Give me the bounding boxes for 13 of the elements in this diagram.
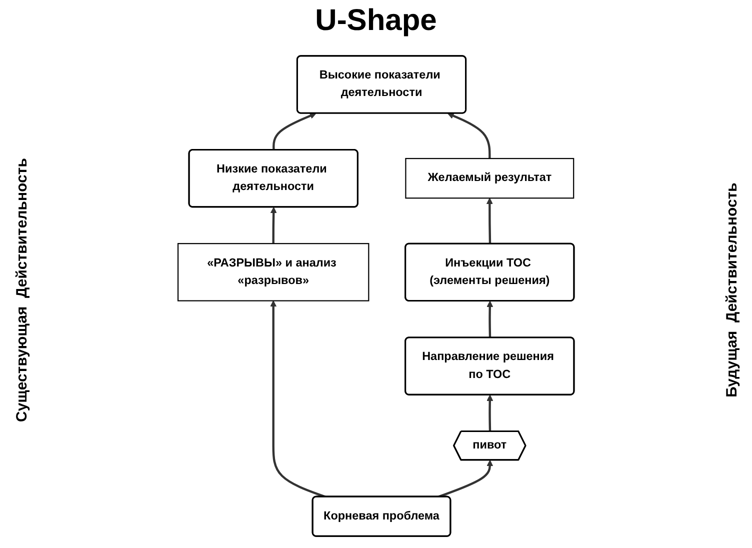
arrow xyxy=(486,300,494,338)
arrow xyxy=(270,300,326,498)
node-box: Желаемый результат xyxy=(405,158,574,199)
arrow xyxy=(272,112,316,150)
arrow xyxy=(486,198,493,244)
arrow xyxy=(438,460,494,498)
arrow xyxy=(447,112,491,159)
node-box: «РАЗРЫВЫ» и анализ «разрывов» xyxy=(177,243,370,302)
arrow xyxy=(486,394,494,432)
side-label: Будущая Действительность xyxy=(724,182,740,398)
diagram-title: U-Shape xyxy=(314,4,438,38)
side-label: Существующая Действительность xyxy=(14,158,30,422)
arrow xyxy=(270,206,277,244)
